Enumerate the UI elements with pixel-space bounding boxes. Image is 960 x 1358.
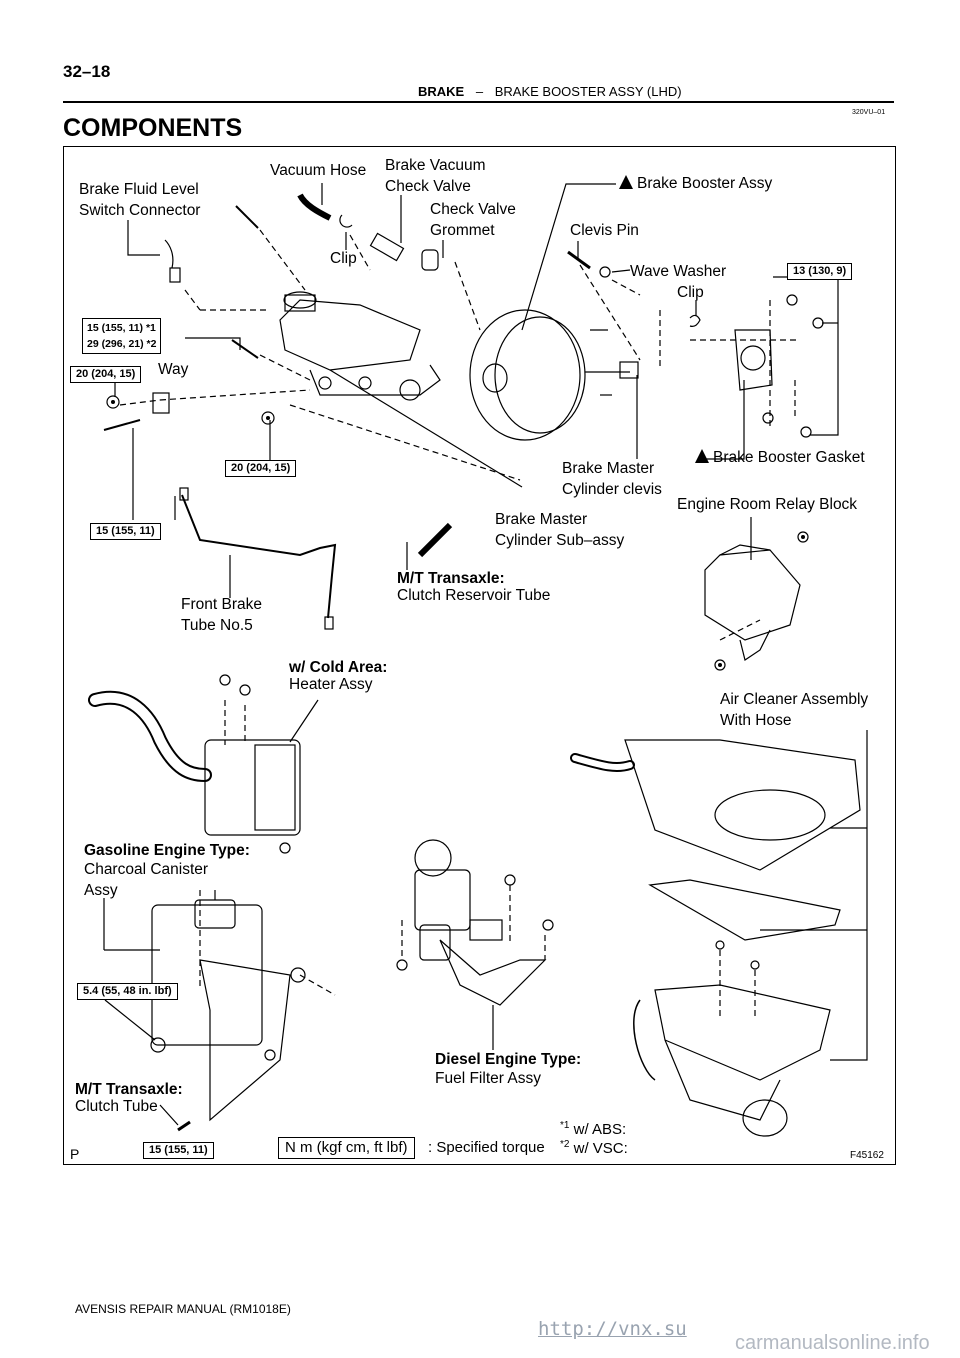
label-wave-washer: Wave Washer [630, 263, 727, 280]
label-clutch-tube: Clutch Tube [75, 1098, 158, 1115]
section-name: BRAKE [418, 84, 465, 99]
torque-20-204-15-b: 20 (204, 15) [225, 460, 297, 477]
torque-15-155-11-abs: 15 (155, 11) *1 [87, 322, 156, 334]
label-brake-vacuum-check-valve-line2: Check Valve [385, 178, 471, 195]
footer-site-watermark: carmanualsonline.info [735, 1332, 930, 1354]
label-brake-booster-assy: Brake Booster Assy [619, 174, 772, 194]
footer-url-link[interactable]: http://vnx.su [538, 1318, 687, 1340]
label-brake-booster-gasket: Brake Booster Gasket [695, 448, 865, 468]
torque-15-155-11-b: 15 (155, 11) [143, 1142, 214, 1159]
label-charcoal-canister-line2: Assy [84, 882, 118, 899]
non-reusable-mark-icon [619, 175, 633, 189]
label-diesel-engine-type: Diesel Engine Type: [435, 1051, 582, 1068]
label-check-valve-grommet-line2: Grommet [430, 222, 495, 239]
page-number: 32–18 [63, 62, 111, 81]
legend-unit-text: : Specified torque [428, 1139, 545, 1156]
label-bm-sub-assy-line2: Cylinder Sub–assy [495, 532, 625, 549]
legend-note-1-mark: *1 [560, 1120, 570, 1131]
label-brake-vacuum-check-valve-line1: Brake Vacuum [385, 157, 486, 174]
legend-note-1: *1 w/ ABS: [560, 1120, 626, 1138]
legend-note-1-text: w/ ABS: [573, 1121, 627, 1138]
footer-manual-name: AVENSIS REPAIR MANUAL (RM1018E) [75, 1302, 291, 1316]
label-fuel-filter-assy: Fuel Filter Assy [435, 1070, 541, 1087]
header-section: BRAKE – BRAKE BOOSTER ASSY (LHD) [418, 84, 682, 99]
label-heater-assy: Heater Assy [289, 676, 373, 693]
label-air-cleaner-line2: With Hose [720, 712, 792, 729]
page-title: COMPONENTS [63, 114, 243, 142]
components-figure [63, 146, 896, 1165]
torque-15-155-11-abs-vsc: 15 (155, 11) *1 29 (296, 21) *2 [82, 318, 162, 354]
section-separator: – [475, 84, 484, 99]
label-brake-booster-gasket-text: Brake Booster Gasket [713, 449, 865, 466]
label-bm-sub-assy-line1: Brake Master [495, 511, 588, 528]
legend-note-2-mark: *2 [560, 1139, 570, 1150]
torque-20-204-15-a: 20 (204, 15) [70, 366, 142, 383]
label-clip-2: Clip [677, 284, 704, 301]
legend-note-2-text: w/ VSC: [573, 1140, 628, 1157]
label-gasoline-engine-type: Gasoline Engine Type: [84, 842, 250, 859]
subsection-name: BRAKE BOOSTER ASSY (LHD) [494, 84, 682, 99]
label-vacuum-hose: Vacuum Hose [270, 162, 367, 179]
label-bm-clevis-line1: Brake Master [562, 460, 655, 477]
label-cold-area: w/ Cold Area: [289, 659, 388, 676]
torque-15-155-11-a: 15 (155, 11) [90, 523, 161, 540]
figure-corner-letter: P [70, 1146, 80, 1162]
label-charcoal-canister-line1: Charcoal Canister [84, 861, 209, 878]
label-engine-room-relay-block: Engine Room Relay Block [677, 496, 858, 513]
label-brake-fluid-level-line2: Switch Connector [79, 202, 201, 219]
label-brake-fluid-level-line1: Brake Fluid Level [79, 181, 199, 198]
label-front-brake-line2: Tube No.5 [181, 617, 253, 634]
label-clutch-reservoir-tube: Clutch Reservoir Tube [397, 587, 551, 604]
label-bm-clevis-line2: Cylinder clevis [562, 481, 662, 498]
label-way: Way [158, 361, 189, 378]
label-clevis-pin: Clevis Pin [570, 222, 639, 239]
torque-29-296-21-vsc: 29 (296, 21) *2 [87, 338, 157, 350]
label-air-cleaner-line1: Air Cleaner Assembly [720, 691, 869, 708]
label-front-brake-line1: Front Brake [181, 596, 262, 613]
non-reusable-mark-icon [695, 449, 709, 463]
doc-code: 320VU–01 [852, 109, 886, 116]
label-mt-transaxle-2: M/T Transaxle: [75, 1081, 183, 1098]
header-rule [63, 101, 894, 103]
legend-note-2: *2 w/ VSC: [560, 1139, 628, 1157]
torque-13-130-9: 13 (130, 9) [787, 263, 853, 280]
label-brake-booster-assy-text: Brake Booster Assy [637, 175, 773, 192]
label-check-valve-grommet-line1: Check Valve [430, 201, 516, 218]
label-clip-1: Clip [330, 250, 357, 267]
legend-unit-box: N m (kgf cm, ft lbf) [278, 1137, 415, 1159]
label-mt-transaxle-1: M/T Transaxle: [397, 570, 505, 587]
torque-5-4-55-48: 5.4 (55, 48 in. lbf) [77, 983, 178, 1000]
figure-id: F45162 [850, 1150, 884, 1161]
